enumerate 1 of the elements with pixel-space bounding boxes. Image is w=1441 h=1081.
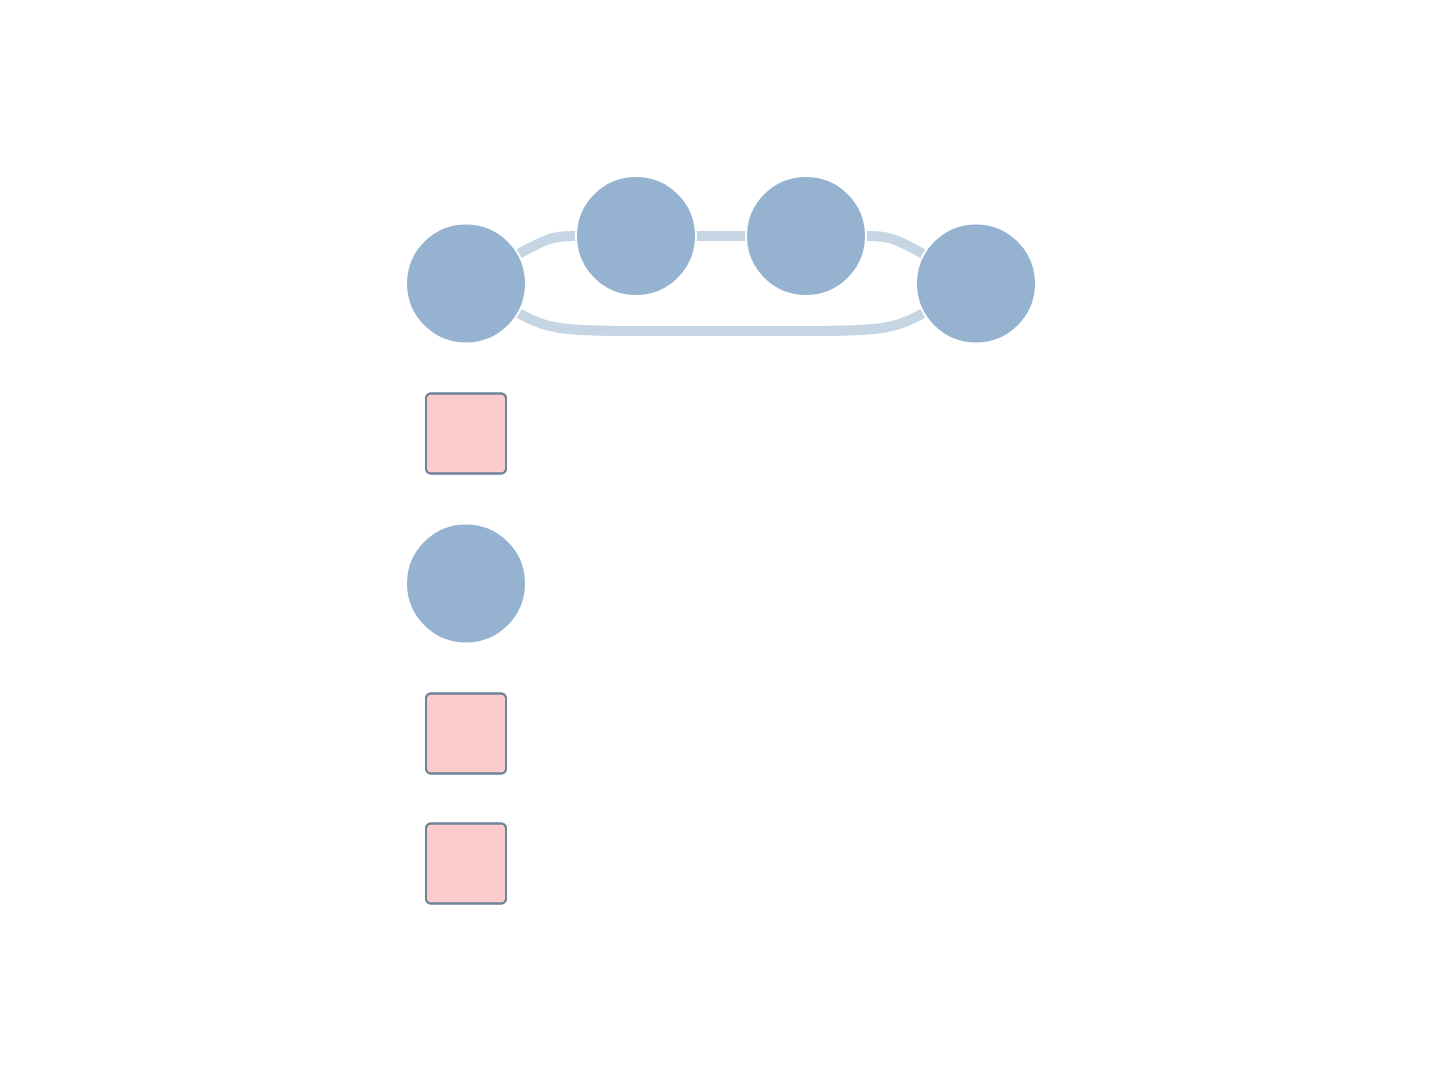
connector xyxy=(515,308,926,337)
